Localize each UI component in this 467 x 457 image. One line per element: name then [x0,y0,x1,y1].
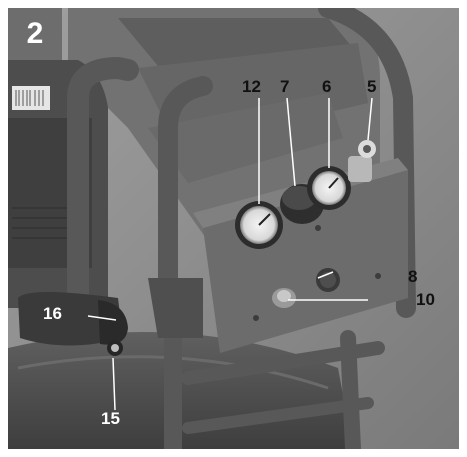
air-filter [18,292,128,346]
figure-number-badge: 2 [8,8,62,60]
safety-valve[interactable] [272,288,296,308]
callout-12: 12 [242,77,261,96]
motor-cover [8,60,108,308]
callout-7: 7 [280,77,290,96]
tank-pressure-gauge [235,201,283,249]
callout-6: 6 [322,77,332,96]
callout-8: 8 [408,267,418,286]
callout-5: 5 [367,77,377,96]
leader-lines [87,97,373,411]
callout-15: 15 [101,409,120,428]
compressor-photo [8,8,459,449]
drain-screw[interactable] [107,340,123,356]
carry-frame [67,8,416,449]
frame-bracket [148,278,203,338]
callout-10: 10 [416,290,435,309]
callout-16: 16 [43,304,62,323]
on-off-switch[interactable] [316,268,340,292]
quick-coupling[interactable] [348,140,376,182]
outlet-pressure-gauge [307,166,351,210]
barcode-label [12,86,50,110]
